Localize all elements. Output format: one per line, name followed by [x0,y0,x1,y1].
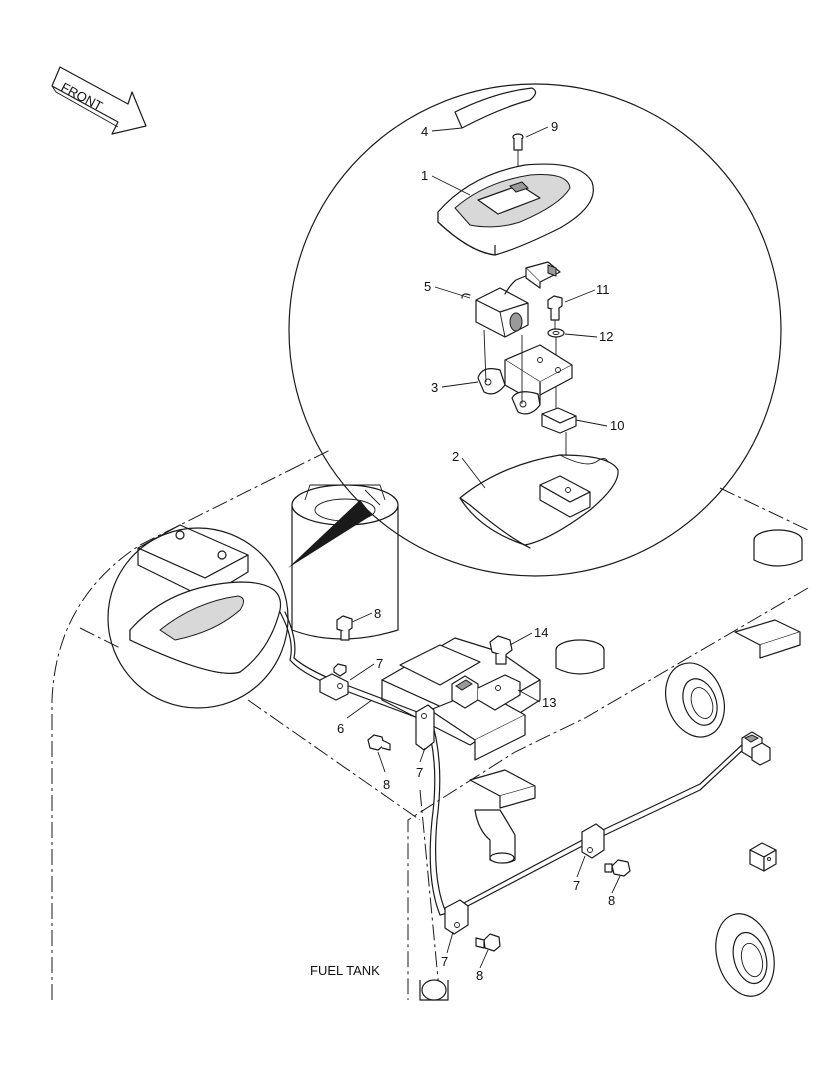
bolt-8-b [367,734,391,751]
callout-14: 14 [534,625,548,640]
callout-8-d: 8 [476,968,483,983]
callout-1: 1 [421,168,428,183]
callout-8-a: 8 [374,606,381,621]
front-arrow: FRONT [51,66,147,135]
bolt-8-d [475,933,501,952]
callout-10: 10 [610,418,624,433]
clamp-7-a [319,663,349,701]
boss-lower [715,913,775,997]
callout-7-d: 7 [441,954,448,969]
bracket-3 [477,329,573,415]
boss-upper [665,662,725,738]
callout-13: 13 [542,695,556,710]
callouts: 4 1 9 5 11 12 3 10 2 8 7 6 7 8 14 13 7 8… [337,119,624,983]
clamp-7-d [444,899,469,935]
screw-9 [512,133,524,188]
callout-7-b: 7 [416,765,423,780]
harness-connector [741,731,771,766]
filler-neck [291,484,399,640]
bolt-8-a [336,615,353,641]
fuel-tank-body [51,449,809,1001]
callout-5: 5 [424,279,431,294]
lamp-base [459,454,619,549]
callout-6: 6 [337,721,344,736]
callout-7-c: 7 [573,878,580,893]
callout-7-a: 7 [376,656,383,671]
bolt-14 [489,635,513,665]
callout-8-c: 8 [608,893,615,908]
tank-pads [419,529,803,1001]
decal [454,87,537,129]
detail-pointer [288,500,372,568]
callout-11: 11 [596,282,610,297]
detail-circle-large [288,83,782,577]
lamp-unit [461,261,561,338]
callout-8-b: 8 [383,777,390,792]
fuel-tank-label: FUEL TANK [310,963,380,978]
callout-12: 12 [599,329,613,344]
callout-2: 2 [452,449,459,464]
clamp-7-c [581,823,605,859]
switch-13 [451,674,521,711]
callout-4: 4 [421,124,428,139]
lamp-small-view [129,581,282,674]
wire-harness [279,611,746,916]
lamp-cover [437,163,594,256]
bolt-8-c [604,859,631,877]
callout-9: 9 [551,119,558,134]
callout-3: 3 [431,380,438,395]
clamp-7-b [415,704,435,751]
bolt-11 [547,295,563,330]
leader-lines [346,126,621,969]
